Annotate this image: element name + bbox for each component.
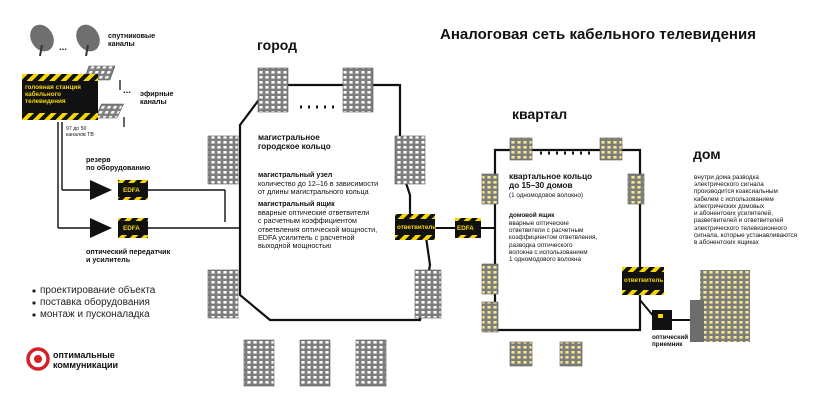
city-box-text: вварные оптические ответвители с расчетн… [258, 208, 378, 251]
optical-receiver-label: оптический приемник [652, 334, 689, 349]
diagram-title: Аналоговая сеть кабельного телевидения [440, 26, 756, 43]
block-splitter-label: ответвитель [624, 277, 664, 284]
edfa-tx-label: EDFA [123, 225, 140, 232]
block-section-label: квартал [512, 106, 568, 122]
block-ring-subtitle: (1 одномодовое волокно) [509, 192, 583, 199]
office-building-icon [243, 339, 275, 387]
city-splitter-box [395, 214, 435, 240]
city-splitter-label: ответвитель [397, 224, 437, 231]
office-building-icon [257, 67, 289, 113]
block-ring-title: квартальное кольцо до 15–30 домов [509, 172, 593, 191]
head-end-label: головная станция кабельного телевидения [25, 84, 81, 106]
air-channels-label: эфирные каналы [140, 89, 174, 107]
reserve-amplifier-icon [90, 180, 148, 200]
residential-house-icon [509, 341, 533, 367]
apartment-house-icon [690, 270, 750, 342]
service-item: поставка оборудования [40, 297, 150, 308]
office-building-icon [342, 67, 374, 113]
city-section-label: город [257, 37, 298, 53]
residential-house-icon [559, 341, 583, 367]
residential-house-icon [481, 301, 499, 333]
service-item: проектирование объекта [40, 285, 156, 296]
reserve-label: резерв по оборудованию [86, 155, 151, 173]
bullet-icon [32, 313, 36, 317]
city-node-text: количество до 12–16 в зависимости от дли… [258, 179, 379, 197]
service-item: монтаж и пусконаладка [40, 309, 150, 320]
satellite-dish-icon [76, 24, 100, 57]
company-logo [26, 347, 50, 371]
edfa-reserve-label: EDFA [123, 187, 140, 194]
satellite-dish-icon [30, 24, 54, 57]
company-logo-text: оптимальные коммуникации [53, 350, 119, 371]
residential-house-icon [481, 173, 499, 205]
city-edfa-label: EDFA [457, 225, 474, 232]
office-building-icon [207, 135, 239, 185]
block-box-title: домовой ящик [509, 212, 555, 219]
channel-count-label: 97 до 50 каналов ТВ [66, 126, 94, 138]
ellipsis-dishes: ... [59, 42, 67, 53]
head-end-box [22, 74, 98, 120]
ellipsis-antennas: ... [123, 85, 131, 96]
satellite-channels-label: спутниковые каналы [108, 31, 156, 49]
office-building-icon [394, 135, 426, 185]
house-description: внутри дома разводка электрического сигн… [694, 174, 798, 247]
city-box-title: магистральный ящик [258, 199, 335, 208]
office-building-icon [355, 339, 387, 387]
office-building-icon [414, 269, 442, 319]
block-box-text: вварные оптические ответвители с расчетн… [509, 220, 598, 264]
optical-transmitter-label: оптический передатчик и усилитель [86, 247, 171, 265]
transmitter-amplifier-icon [90, 218, 148, 238]
city-edfa-box [455, 218, 481, 238]
city-node-title: магистральный узел [258, 170, 333, 179]
residential-house-icon [599, 137, 623, 161]
optical-receiver-icon [652, 310, 672, 330]
bullet-icon [32, 301, 36, 305]
office-building-icon [207, 269, 239, 319]
block-splitter-box [622, 267, 664, 295]
antenna-panel-icon [94, 103, 125, 127]
residential-house-icon [627, 173, 645, 205]
residential-house-icon [481, 263, 499, 295]
residential-house-icon [509, 137, 533, 161]
house-section-label: дом [693, 146, 721, 162]
office-building-icon [299, 339, 331, 387]
bullet-icon [32, 289, 36, 293]
city-ring-title: магистральное городское кольцо [258, 133, 331, 152]
